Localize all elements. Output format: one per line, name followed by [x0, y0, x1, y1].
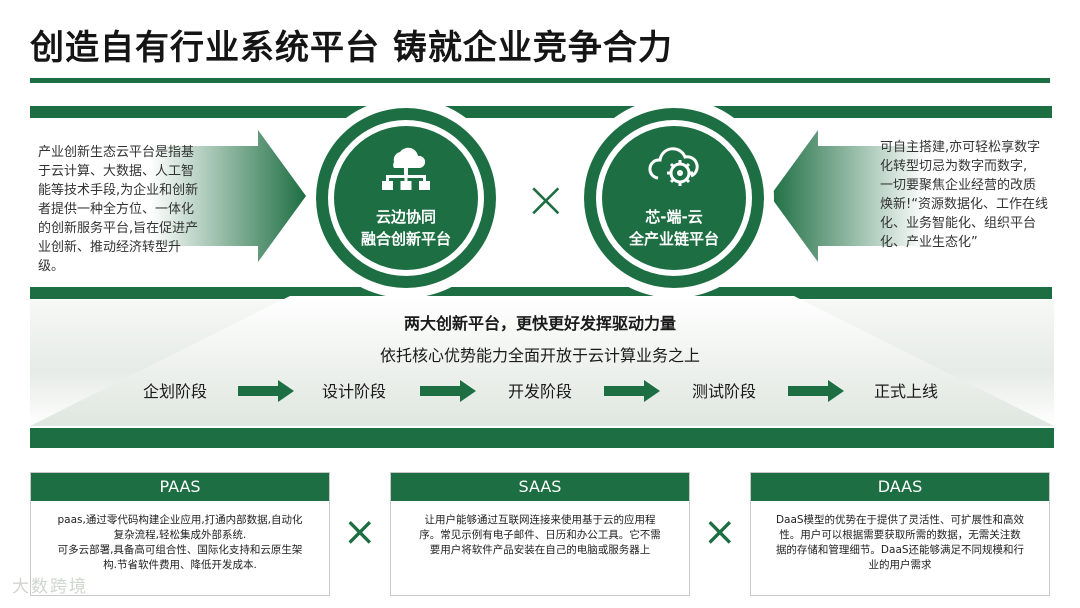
card-saas: SAAS 让用户能够通过互联网连接来使用基于云的应用程序。常见示例有电子邮件、日…: [390, 472, 690, 596]
card-daas-text: DaaS模型的优势在于提供了灵活性、可扩展性和高效性。用户可以根据需要获取所需的…: [775, 514, 1025, 571]
card-paas: PAAS paas,通过零代码构建企业应用,打通内部数据,自动化复杂流程,轻松集…: [30, 472, 330, 596]
left-description: 产业创新生态云平台是指基于云计算、大数据、人工智能等技术手段,为企业和创新者提供…: [38, 145, 199, 274]
platform-left-line2: 融合创新平台: [360, 230, 451, 248]
title-underline: [30, 78, 1050, 83]
right-arrow-icon: [238, 380, 294, 402]
stage-development: 开发阶段: [508, 382, 573, 401]
process-base-bar: [30, 428, 1054, 448]
hero-bottom-line: [30, 287, 1052, 299]
subtitle-primary: 两大创新平台，更快更好发挥驱动力量: [403, 314, 676, 333]
left-gradient-arrow-icon: [150, 130, 306, 262]
stage-design: 设计阶段: [322, 382, 387, 401]
card-saas-text: 让用户能够通过互联网连接来使用基于云的应用程序。常见示例有电子邮件、日历和办公工…: [419, 514, 661, 556]
card-paas-title: PAAS: [31, 473, 329, 501]
platform-left-line1: 云边协同: [375, 208, 436, 226]
times-icon: ×: [703, 509, 737, 555]
page-title: 创造自有行业系统平台 铸就企业竞争合力: [30, 28, 673, 68]
platform-right-line1: 芯-端-云: [645, 208, 703, 226]
stage-testing: 测试阶段: [692, 382, 757, 401]
platform-disc-right: 芯-端-云 全产业链平台: [602, 126, 746, 270]
right-gradient-arrow-icon: [770, 130, 926, 262]
stage-planning: 企划阶段: [143, 382, 208, 401]
cloud-network-icon: [382, 147, 430, 190]
right-arrow-icon: [420, 380, 476, 402]
platform-disc-left: 云边协同 融合创新平台: [334, 126, 478, 270]
watermark: 大数跨境: [12, 577, 88, 597]
times-icon: ×: [524, 170, 568, 230]
card-saas-title: SAAS: [391, 473, 689, 501]
right-arrow-icon: [604, 380, 660, 402]
stage-launch: 正式上线: [874, 382, 939, 401]
right-arrow-icon: [788, 380, 844, 402]
card-daas: DAAS DaaS模型的优势在于提供了灵活性、可扩展性和高效性。用户可以根据需要…: [750, 472, 1050, 596]
platform-right-line2: 全产业链平台: [628, 230, 719, 248]
cloud-gear-icon: [648, 147, 699, 186]
times-icon: ×: [343, 509, 377, 555]
subtitle-secondary: 依托核心优势能力全面开放于云计算业务之上: [379, 346, 700, 365]
hero-top-line: [30, 106, 1052, 118]
card-paas-text: paas,通过零代码构建企业应用,打通内部数据,自动化复杂流程,轻松集成外部系统…: [57, 514, 303, 571]
card-daas-title: DAAS: [751, 473, 1049, 501]
right-description: 可自主搭建,亦可轻松享数字化转型切忌为数字而数字, 一切要聚焦企业经营的改质焕新…: [880, 140, 1048, 250]
